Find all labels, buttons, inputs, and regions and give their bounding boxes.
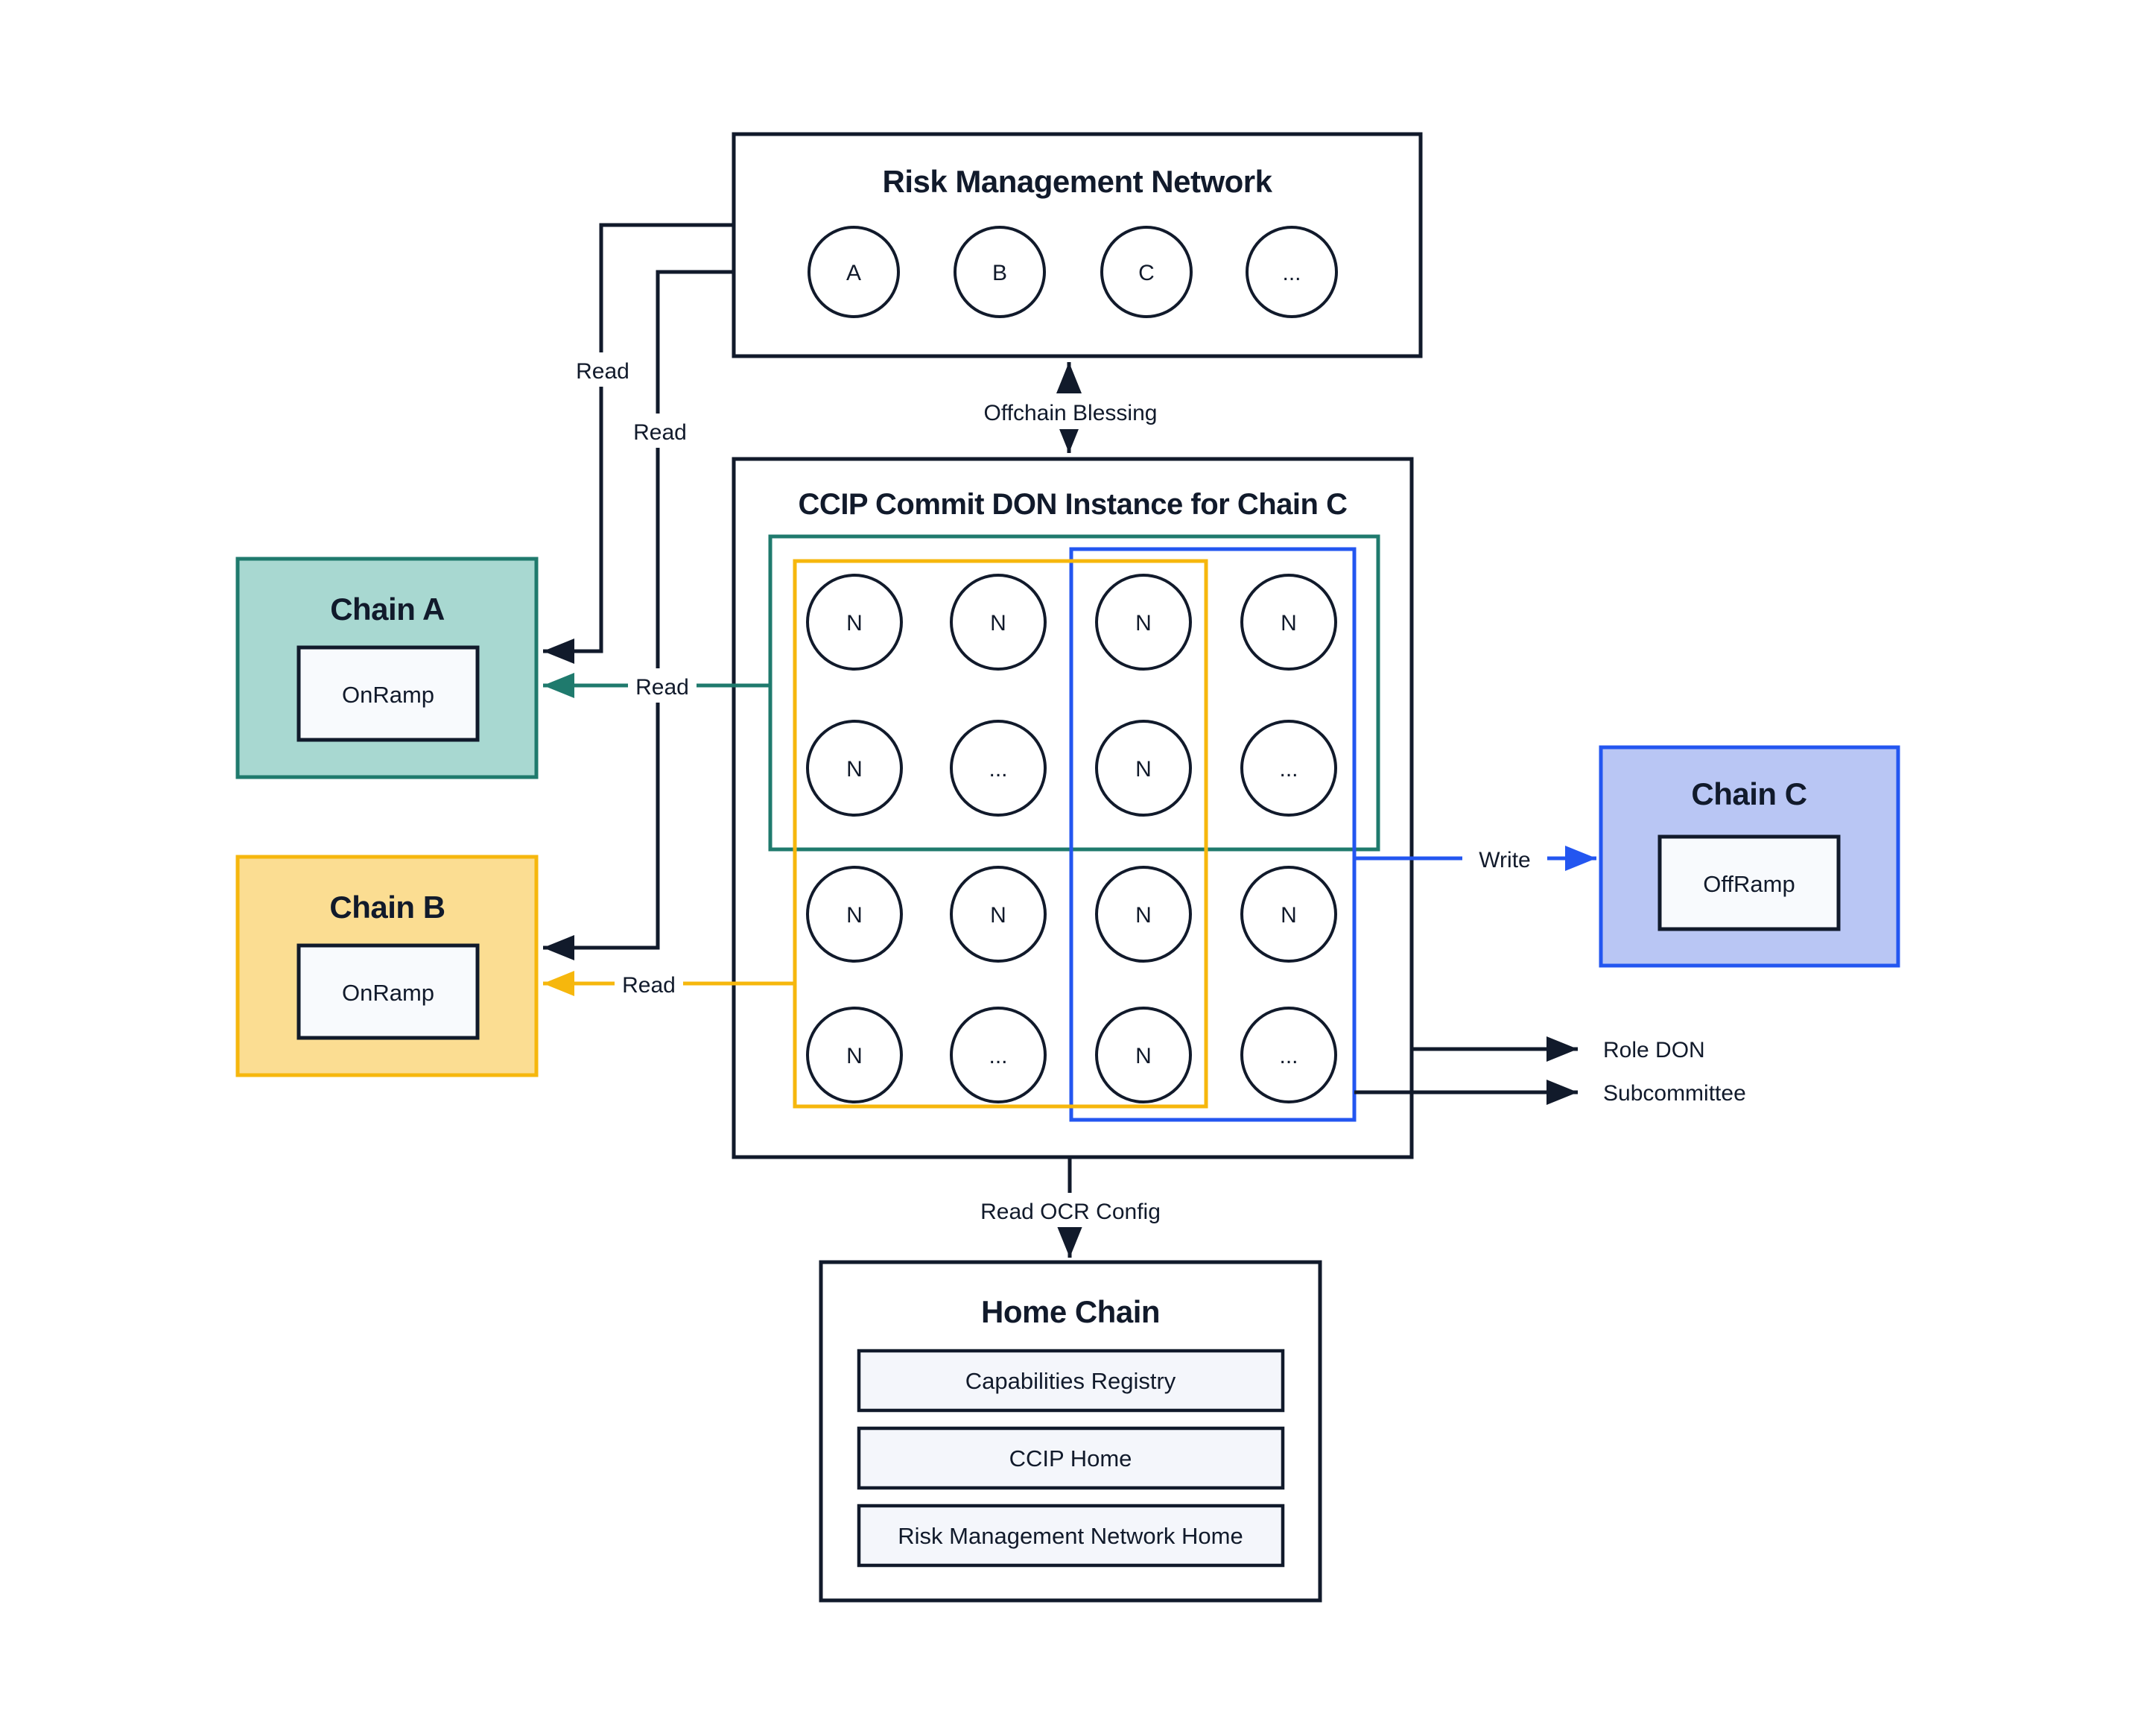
chain-a-title: Chain A (330, 592, 445, 627)
don-node: N (1135, 1044, 1152, 1068)
don-node: ... (1279, 757, 1298, 782)
read-label-bg (615, 966, 683, 1001)
home-chain-box: Home Chain Capabilities Registry CCIP Ho… (819, 1260, 1322, 1603)
read-rmn-to-chain-a-arrow (543, 223, 734, 664)
offchain-blessing-label-bg (968, 393, 1173, 429)
chain-b-title: Chain B (329, 890, 445, 925)
ccip-home-box (857, 1426, 1285, 1490)
rmn-node-a (808, 226, 900, 318)
rmn-home-box (857, 1504, 1285, 1568)
teal-subset-rect (768, 534, 1380, 852)
home-chain-title: Home Chain (981, 1294, 1160, 1329)
yellow-subset-rect (793, 559, 1208, 1109)
chain-c-title: Chain C (1691, 776, 1806, 811)
chain-a-box: Chain A OnRamp (235, 557, 539, 779)
rmn-home-label: Risk Management Network Home (898, 1523, 1243, 1549)
rmn-node-ellipsis-label: ... (1282, 261, 1301, 285)
risk-management-network-box: Risk Management Network A B C ... (732, 132, 1423, 358)
read-label-bg (626, 414, 694, 448)
don-node: N (990, 611, 1006, 636)
offchain-blessing-label: Offchain Blessing (984, 401, 1158, 425)
rmn-title: Risk Management Network (883, 164, 1273, 199)
capabilities-registry-box (857, 1349, 1285, 1413)
chain-c-offramp-box (1657, 834, 1841, 931)
read-don-to-chain-b-label: Read (622, 973, 676, 998)
chain-b-box: Chain B OnRamp (235, 855, 539, 1077)
chain-c-offramp-label: OffRamp (1703, 871, 1795, 897)
don-node: N (1135, 757, 1152, 782)
ccip-don-title: CCIP Commit DON Instance for Chain C (799, 488, 1348, 521)
read-ocr-config-label-bg (974, 1193, 1167, 1227)
don-node: N (1281, 903, 1297, 928)
write-label: Write (1479, 848, 1530, 872)
read-don-to-chain-a-label: Read (635, 675, 689, 700)
rmn-node-b (954, 226, 1046, 318)
rmn-node-ellipsis (1246, 226, 1338, 318)
read-label-bg (568, 352, 637, 387)
chain-a-onramp-box (296, 645, 480, 742)
read-rmn-to-chain-b-arrow (543, 270, 734, 960)
rmn-node-c-label: C (1138, 261, 1155, 285)
don-node: N (1135, 903, 1152, 928)
read-ocr-config-label: Read OCR Config (980, 1200, 1161, 1224)
blue-subcommittee-rect (1069, 547, 1357, 1122)
subcommittee-label: Subcommittee (1603, 1081, 1746, 1106)
don-node: N (846, 611, 863, 636)
read-rmn-to-chain-b-label: Read (633, 420, 687, 445)
don-node: N (846, 757, 863, 782)
read-label-bg (628, 668, 697, 703)
don-node: ... (989, 1044, 1007, 1068)
rmn-node-c (1100, 226, 1193, 318)
chain-c-box: Chain C OffRamp (1599, 745, 1900, 968)
chain-b-onramp-label: OnRamp (342, 980, 434, 1006)
don-node: N (1281, 611, 1297, 636)
don-node: N (990, 903, 1006, 928)
read-rmn-to-chain-a-label: Read (576, 359, 629, 384)
chain-b-onramp-box (296, 943, 480, 1040)
don-node: N (846, 903, 863, 928)
ccip-home-label: CCIP Home (1009, 1445, 1132, 1472)
don-node: N (846, 1044, 863, 1068)
chain-a-onramp-label: OnRamp (342, 682, 434, 708)
ccip-commit-don-box: CCIP Commit DON Instance for Chain C N N… (732, 457, 1414, 1159)
don-node: N (1135, 611, 1152, 636)
don-node: ... (1279, 1044, 1298, 1068)
role-don-label: Role DON (1603, 1038, 1705, 1062)
don-node-grid: N N N N N ... N ... N N N N N ... N ... (806, 574, 1337, 1103)
rmn-node-b-label: B (992, 261, 1007, 285)
don-node: ... (989, 757, 1007, 782)
capabilities-registry-label: Capabilities Registry (965, 1368, 1176, 1394)
write-label-bg (1462, 841, 1547, 875)
rmn-node-a-label: A (846, 261, 861, 285)
